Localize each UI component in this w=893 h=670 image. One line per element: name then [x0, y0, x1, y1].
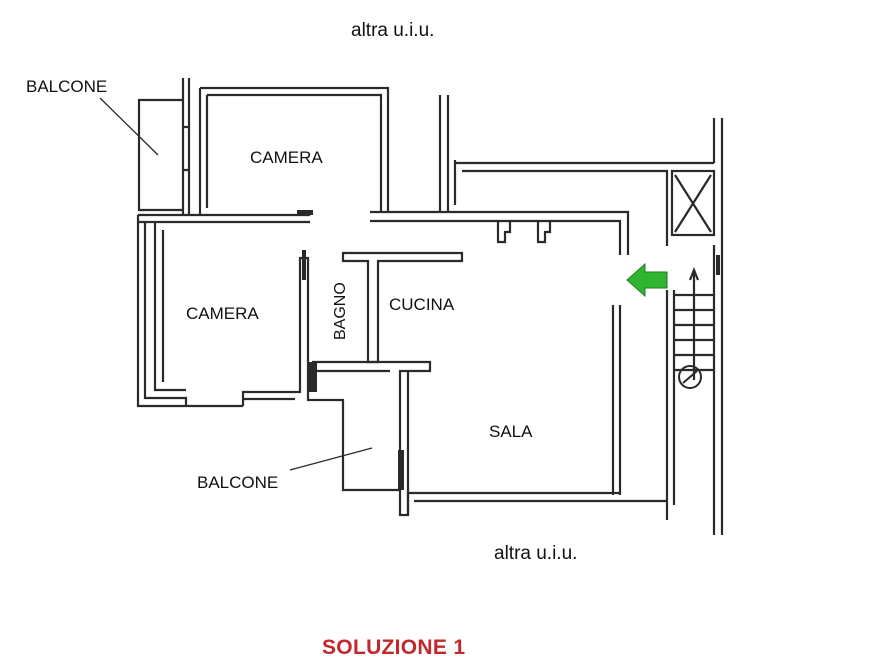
- walls: [136, 78, 724, 535]
- balcony-top-label: BALCONE: [26, 77, 108, 96]
- plan-title: SOLUZIONE 1: [322, 636, 466, 659]
- bedroom-left-label: CAMERA: [186, 304, 259, 323]
- leader-lines: [99, 97, 373, 471]
- balcony-bottom-label: BALCONE: [197, 473, 279, 492]
- wall-fills: [297, 210, 720, 490]
- top-neighbor-label: altra u.i.u.: [351, 20, 435, 41]
- stair-symbol: [678, 365, 702, 389]
- bathroom-label: BAGNO: [332, 282, 349, 340]
- bottom-neighbor-label: altra u.i.u.: [494, 543, 578, 564]
- entrance-arrow-icon: [626, 262, 668, 298]
- bedroom-top-label: CAMERA: [250, 148, 323, 167]
- living-room-label: SALA: [489, 422, 533, 441]
- kitchen-label: CUCINA: [389, 295, 455, 314]
